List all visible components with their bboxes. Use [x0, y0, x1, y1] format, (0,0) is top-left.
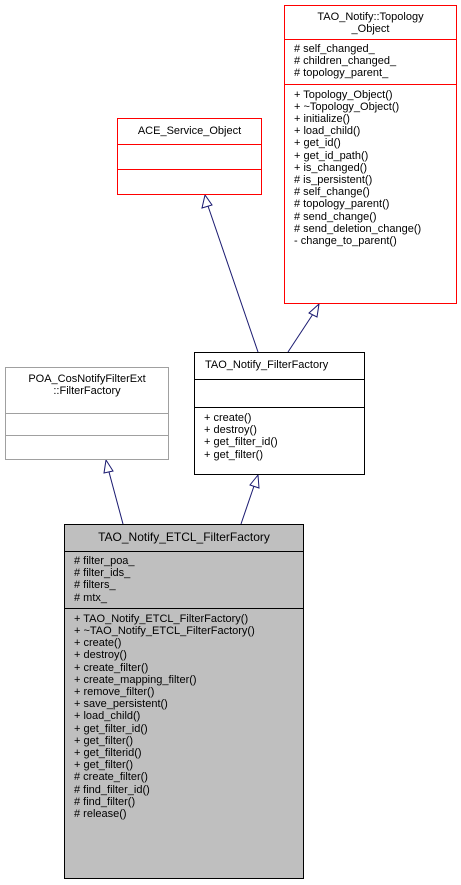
attribute: # children_changed_: [294, 55, 397, 68]
class-poa-filterfactory-attributes: [6, 413, 168, 435]
arrowhead-poa-filterfactory: [103, 458, 114, 474]
edge-filterfactory-to-topology-object: [287, 313, 314, 353]
class-topology-object-title-line2: _Object: [351, 23, 390, 35]
method: + get_filterid(): [74, 747, 142, 760]
method: # send_deletion_change(): [294, 222, 422, 235]
attribute: # filter_poa_: [74, 555, 135, 567]
method: + get_id(): [294, 137, 341, 150]
arrowhead-ace-service-object: [201, 193, 213, 209]
class-etcl-filterfactory[interactable]: TAO_Notify_ETCL_FilterFactory # filter_p…: [64, 524, 304, 879]
class-tao-notify-filterfactory-title: TAO_Notify_FilterFactory: [205, 359, 329, 371]
method: + TAO_Notify_ETCL_FilterFactory(): [74, 612, 249, 625]
method: + get_filter(): [74, 759, 133, 772]
class-topology-object-methods: + Topology_Object() + ~Topology_Object()…: [285, 83, 456, 250]
method: # topology_parent(): [294, 198, 390, 211]
method: # send_change(): [294, 210, 377, 223]
method: - change_to_parent(): [294, 235, 397, 248]
method: + create_filter(): [74, 661, 149, 674]
class-tao-notify-filterfactory-header: TAO_Notify_FilterFactory: [195, 353, 364, 379]
class-etcl-filterfactory-title: TAO_Notify_ETCL_FilterFactory: [98, 530, 270, 544]
method: # find_filter(): [74, 795, 136, 808]
method: + remove_filter(): [74, 686, 155, 699]
class-poa-filterfactory-methods: [6, 435, 168, 459]
class-etcl-filterfactory-attributes: # filter_poa_ # filter_ids_ # filters_ #…: [65, 551, 303, 608]
edge-etcl-to-filterfactory: [240, 485, 255, 525]
method: # self_change(): [294, 186, 370, 199]
class-etcl-filterfactory-methods: + TAO_Notify_ETCL_FilterFactory() + ~TAO…: [65, 607, 303, 822]
method: + get_filter_id(): [204, 436, 278, 449]
attribute: # filter_ids_: [74, 567, 131, 580]
method: + destroy(): [74, 649, 127, 662]
method: + load_child(): [294, 125, 361, 138]
attribute: # mtx_: [74, 591, 108, 604]
method: + Topology_Object(): [294, 88, 393, 101]
attribute: # topology_parent_: [294, 67, 389, 80]
method: + create(): [74, 637, 122, 650]
method: + is_changed(): [294, 161, 368, 174]
method: # release(): [74, 808, 127, 821]
class-ace-service-object-methods: [118, 169, 261, 194]
class-poa-filterfactory-header: POA_CosNotifyFilterExt ::FilterFactory: [6, 368, 168, 413]
method: + create(): [204, 412, 252, 424]
method: + get_filter(): [74, 734, 133, 747]
method: + get_filter(): [204, 448, 263, 461]
attribute: # filters_: [74, 579, 116, 592]
method: + get_filter_id(): [74, 722, 148, 735]
class-tao-notify-filterfactory[interactable]: TAO_Notify_FilterFactory + create() + de…: [194, 352, 365, 475]
method: # is_persistent(): [294, 174, 373, 187]
class-topology-object[interactable]: TAO_Notify::Topology _Object # self_chan…: [284, 5, 457, 304]
attribute: # self_changed_: [294, 43, 375, 55]
edge-etcl-to-poa-filterfactory: [108, 471, 124, 525]
class-topology-object-attributes: # self_changed_ # children_changed_ # to…: [285, 39, 456, 84]
method: + ~TAO_Notify_ETCL_FilterFactory(): [74, 625, 255, 638]
class-poa-filterfactory[interactable]: POA_CosNotifyFilterExt ::FilterFactory: [5, 367, 169, 460]
method: + ~Topology_Object(): [294, 100, 400, 113]
class-ace-service-object-title: ACE_Service_Object: [137, 125, 242, 137]
arrowhead-filterfactory: [249, 473, 260, 489]
method: + save_persistent(): [74, 698, 168, 711]
method: # find_filter_id(): [74, 783, 150, 796]
edge-filterfactory-to-ace-service-object: [207, 205, 259, 353]
class-topology-object-title-line1: TAO_Notify::Topology: [317, 11, 424, 23]
method: + create_mapping_filter(): [74, 673, 197, 686]
class-ace-service-object-attributes: [118, 144, 261, 169]
method: + initialize(): [294, 113, 350, 126]
class-poa-filterfactory-title-line2: ::FilterFactory: [53, 385, 121, 397]
method: # create_filter(): [74, 771, 148, 784]
method: + load_child(): [74, 710, 141, 723]
class-ace-service-object[interactable]: ACE_Service_Object: [117, 118, 262, 195]
class-poa-filterfactory-title-line1: POA_CosNotifyFilterExt: [28, 373, 146, 385]
class-tao-notify-filterfactory-methods: + create() + destroy() + get_filter_id()…: [195, 407, 364, 463]
class-topology-object-header: TAO_Notify::Topology _Object: [285, 6, 456, 39]
class-tao-notify-filterfactory-attributes: [195, 379, 364, 407]
method: + destroy(): [204, 424, 257, 437]
arrowhead-topology-object: [308, 302, 320, 318]
class-etcl-filterfactory-header: TAO_Notify_ETCL_FilterFactory: [65, 525, 303, 551]
class-ace-service-object-header: ACE_Service_Object: [118, 119, 261, 144]
method: + get_id_path(): [294, 149, 369, 162]
